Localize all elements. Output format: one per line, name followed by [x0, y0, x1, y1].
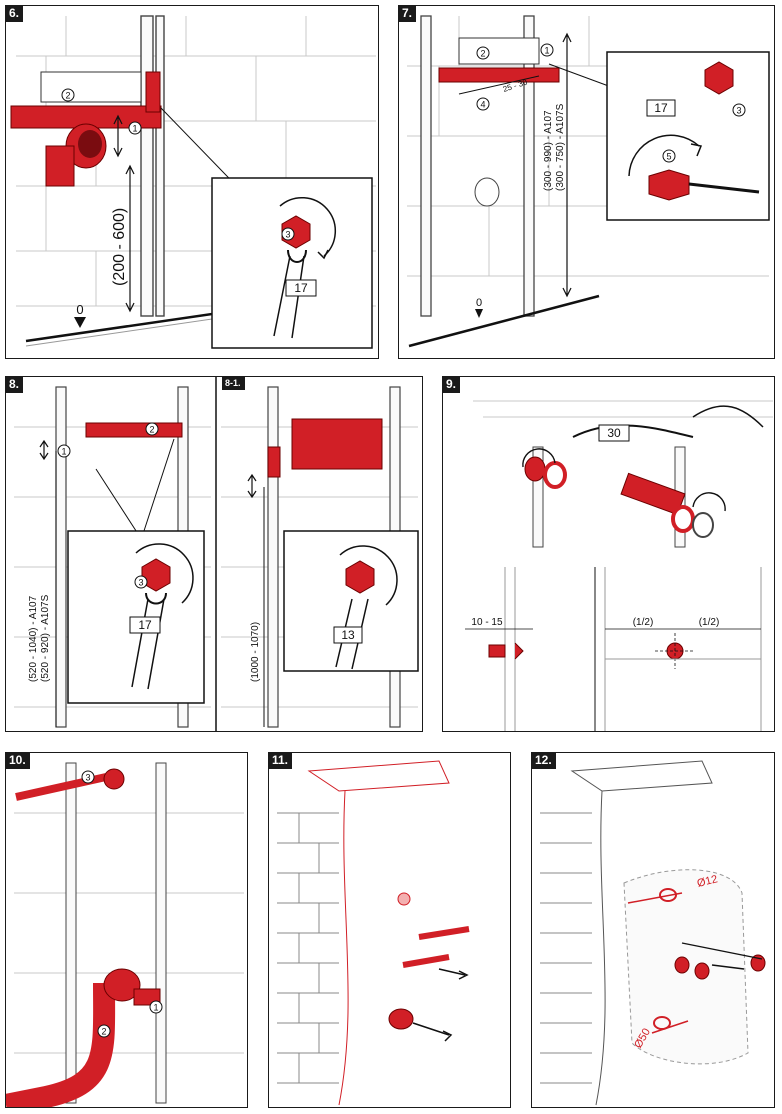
step-7-illustration: 2 1 4 25 - 30 (300 - 990) - A107 (300 - …	[407, 15, 770, 348]
step-8-1-number: 8-1.	[222, 377, 245, 390]
step-8-callout-2: 2	[149, 425, 154, 435]
step-7-callout-4: 4	[480, 100, 485, 110]
step-8-callout-3: 3	[138, 578, 143, 588]
step-10-callout-1: 1	[153, 1003, 158, 1013]
step-6-callout-2: 2	[65, 91, 70, 101]
step-11-panel: 11.	[268, 752, 511, 1108]
step-6-height-range: (200 - 600)	[111, 208, 128, 286]
step-10-callout-2: 2	[101, 1027, 106, 1037]
step-8-panel: 8. 1 2 (520 - 1040) - A107 (520 - 920) -…	[5, 376, 423, 732]
step-6-panel: 6. 1 2 (200 - 600)	[5, 5, 379, 359]
red-crossbar	[438, 37, 560, 207]
step-9-number: 9.	[443, 377, 461, 393]
step-11-number: 11.	[269, 753, 293, 769]
step-8-height-a107: (520 - 1040) - A107	[28, 595, 39, 682]
step-10-callout-3: 3	[85, 773, 90, 783]
step-7-panel: 7. 2 1 4 25 - 30 (300 - 990) - A107 (300…	[398, 5, 775, 359]
step-6-illustration: 1 2 (200 - 600) 0 3 17	[10, 15, 376, 349]
step-7-height-a107s: (300 - 750) - A107S	[555, 103, 566, 191]
step-9-insert-depth: 10 - 15	[471, 617, 503, 628]
step-7-callout-2: 2	[480, 49, 485, 59]
step-9-wrench-size: 30	[607, 426, 621, 440]
step-7-nut-detail	[628, 61, 760, 201]
step-7-callout-5: 5	[666, 152, 671, 162]
step-8-number: 8.	[6, 377, 24, 393]
step-6-wrench-size: 17	[294, 281, 308, 295]
step-10-panel: 10. 3 2 1	[5, 752, 248, 1108]
step-9-half-left: (1/2)	[633, 617, 654, 628]
step-6-callout-1: 1	[132, 124, 137, 134]
step-9-panel: 9. 30 10 - 15 (1/2) (1/2)	[442, 376, 775, 732]
step-12-panel: 12. Ø12 Ø50	[531, 752, 775, 1108]
step-9-illustration: 30 10 - 15 (1/2) (1/2)	[465, 400, 773, 731]
step-8-height-a107s: (520 - 920) - A107S	[40, 594, 51, 682]
step-10-number: 10.	[6, 753, 30, 769]
step-7-callout-3: 3	[736, 106, 741, 116]
step-6-callout-3: 3	[285, 230, 290, 240]
step-9-half-right: (1/2)	[699, 617, 720, 628]
step-7-zero-mark: 0	[476, 297, 482, 309]
step-7-height-a107: (300 - 990) - A107	[543, 110, 554, 191]
red-crossbar	[10, 71, 162, 187]
step-12-number: 12.	[532, 753, 556, 769]
step-6-detail-inset	[211, 177, 373, 349]
step-8-1-wrench-size: 13	[341, 628, 355, 642]
step-10-illustration: 3 2 1	[6, 762, 244, 1107]
step-8-callout-1: 1	[61, 447, 66, 457]
step-6-zero-mark: 0	[76, 302, 83, 317]
step-7-wrench-size: 17	[654, 101, 668, 115]
step-9-parts	[522, 405, 764, 538]
step-12-illustration: Ø12 Ø50	[540, 760, 766, 1106]
step-8-illustration: 1 2 (520 - 1040) - A107 (520 - 920) - A1…	[14, 377, 419, 731]
step-8-1-height: (1000 - 1070)	[250, 622, 261, 682]
step-7-callout-1: 1	[544, 46, 549, 56]
step-7-number: 7.	[399, 6, 417, 22]
step-11-illustration	[277, 760, 470, 1106]
step-12-hole-diameter-small: Ø12	[696, 873, 719, 890]
step-8-wrench-size: 17	[138, 618, 152, 632]
step-6-number: 6.	[6, 6, 24, 22]
